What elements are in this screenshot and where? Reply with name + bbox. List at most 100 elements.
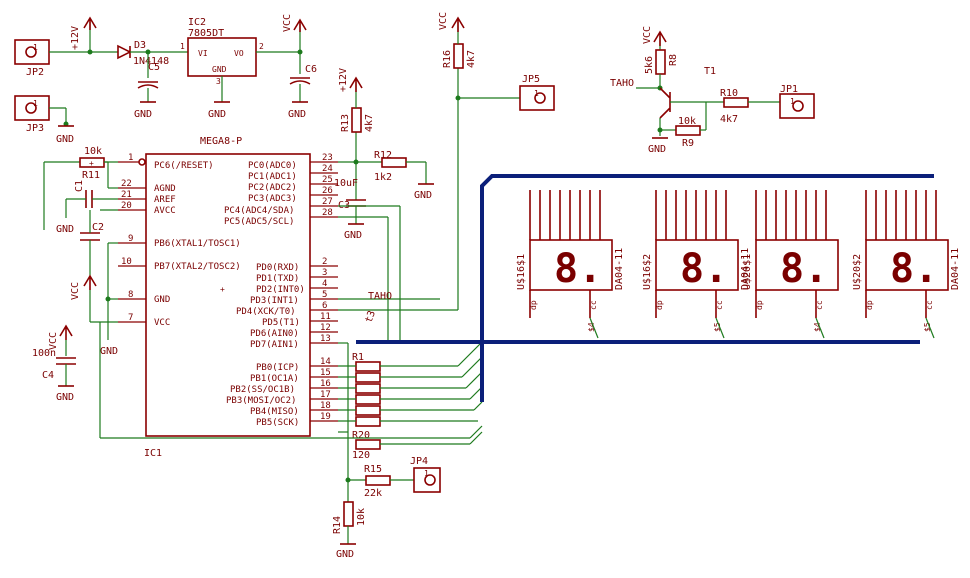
display-2-dp: dp (655, 300, 664, 310)
c5-capacitor (137, 81, 159, 89)
pin-num-26: 26 (322, 186, 333, 196)
ic2-value: 7805DT (188, 28, 224, 39)
d3-diode (117, 44, 132, 60)
jp5-label: JP5 (522, 74, 540, 85)
display-2-glyph: 8. (680, 246, 728, 292)
pin-pd4: PD4(XCK/T0) (236, 307, 296, 317)
ic2-pin3: 3 (216, 77, 221, 86)
display-4-dp: dp (865, 300, 874, 310)
t1-transistor (659, 87, 671, 119)
r20-value: 120 (352, 450, 370, 461)
display-1-s4: $4 (587, 322, 596, 332)
pin-num-3: 3 (322, 268, 327, 278)
r10-value: 4k7 (720, 114, 738, 125)
pin-num-5: 5 (322, 290, 327, 300)
r11-value: 10k (84, 146, 102, 157)
display-1-cc: cc (589, 300, 598, 310)
gnd-c1: GND (56, 224, 74, 235)
t1-label: T1 (704, 66, 716, 77)
pin-num-16: 16 (320, 379, 331, 389)
display-1-type: DA04-11 (614, 248, 625, 290)
jp4-connector[interactable]: 1 (413, 467, 441, 493)
pin-pb7: PB7(XTAL2/TOSC2) (154, 262, 241, 272)
pin-num-9: 9 (128, 234, 133, 244)
vcc-label-c2: VCC (70, 282, 81, 300)
ic2-pin2: 2 (259, 42, 264, 51)
r20-label: R20 (352, 430, 370, 441)
jp2-connector[interactable]: 1 (14, 39, 50, 65)
display-1-ref: U$16$1 (516, 254, 527, 290)
c3-value: 10uF (334, 178, 358, 189)
r13-label: R13 (340, 114, 351, 132)
ic1-name: MEGA8-P (200, 136, 242, 147)
gnd-r14: GND (336, 549, 354, 560)
pin-pb3: PB3(MOSI/OC2) (226, 396, 296, 406)
gnd-c5: GND (134, 109, 152, 120)
pin-pc2: PC2(ADC2) (248, 183, 297, 193)
r14-label: R14 (332, 516, 343, 534)
svg-text:+: + (89, 159, 94, 168)
gnd-c4: GND (56, 392, 74, 403)
display-1 (529, 190, 613, 318)
pin-pb0: PB0(ICP) (256, 363, 299, 373)
gnd-mcu: GND (100, 346, 118, 357)
r8-value: 5k6 (644, 56, 655, 74)
pin-pb5: PB5(SCK) (256, 418, 299, 428)
gnd-jp3: GND (56, 134, 74, 145)
c4-label: C4 (42, 370, 54, 381)
jp3-label: JP3 (26, 123, 44, 134)
jp1-label: JP1 (780, 84, 798, 95)
pin-agnd: AGND (154, 184, 176, 194)
display-4 (865, 190, 949, 318)
r9-value: 10k (678, 116, 696, 127)
pin-num-19: 19 (320, 412, 331, 422)
pin-num-12: 12 (320, 323, 331, 333)
vcc-label-ic2: VCC (282, 14, 293, 32)
r12-label: R12 (374, 150, 392, 161)
pin-pd3: PD3(INT1) (250, 296, 299, 306)
jp4-label: JP4 (410, 456, 428, 467)
pin-num-23: 23 (322, 153, 333, 163)
jp5-connector[interactable]: 1 (519, 85, 555, 111)
pin-pb6: PB6(XTAL1/TOSC1) (154, 239, 241, 249)
pin-num-22: 22 (121, 179, 132, 189)
pin-num-10: 10 (121, 257, 132, 267)
display-4-glyph: 8. (890, 246, 938, 292)
r16-label: R16 (442, 50, 453, 68)
r9-label: R9 (682, 138, 694, 149)
pin-num-4: 4 (322, 279, 327, 289)
pin-num-27: 27 (322, 197, 333, 207)
pin-num-20: 20 (121, 201, 132, 211)
vcc-label-t1: VCC (642, 26, 653, 44)
pin-pb1: PB1(OC1A) (250, 374, 299, 384)
pin-num-2: 2 (322, 257, 327, 267)
power-12v-symbol (83, 16, 97, 30)
c2-capacitor (80, 232, 100, 241)
display-4-s5: $5 (923, 322, 932, 332)
display-3-cc: cc (815, 300, 824, 310)
pin-num-1: 1 (128, 153, 133, 163)
r14-resistor (343, 501, 354, 527)
jp3-connector[interactable]: 1 (14, 95, 50, 121)
r9-resistor (675, 125, 701, 136)
display-4-cc: cc (925, 300, 934, 310)
pin-pb2: PB2(SS/OC1B) (230, 385, 295, 395)
jp1-connector[interactable]: 1 (779, 93, 815, 119)
vcc-label-c4: VCC (48, 332, 59, 350)
display-3-ref: U$20$1 (742, 254, 753, 290)
jp2-label: JP2 (26, 67, 44, 78)
r8-label: R8 (668, 54, 679, 66)
pin-num-25: 25 (322, 175, 333, 185)
r11-label: R11 (82, 170, 100, 181)
pin-avcc: AVCC (154, 206, 176, 216)
r10-label: R10 (720, 88, 738, 99)
c4-capacitor (56, 357, 76, 365)
ic2-vo: VO (234, 49, 244, 58)
display-3-glyph: 8. (780, 246, 828, 292)
pin-pd2: PD2(INT0) (256, 285, 305, 295)
pin-num-11: 11 (320, 312, 331, 322)
c5-label: C5 (148, 62, 160, 73)
pin-num-13: 13 (320, 334, 331, 344)
svg-text:+: + (220, 285, 225, 294)
display-1-glyph: 8. (554, 246, 602, 292)
